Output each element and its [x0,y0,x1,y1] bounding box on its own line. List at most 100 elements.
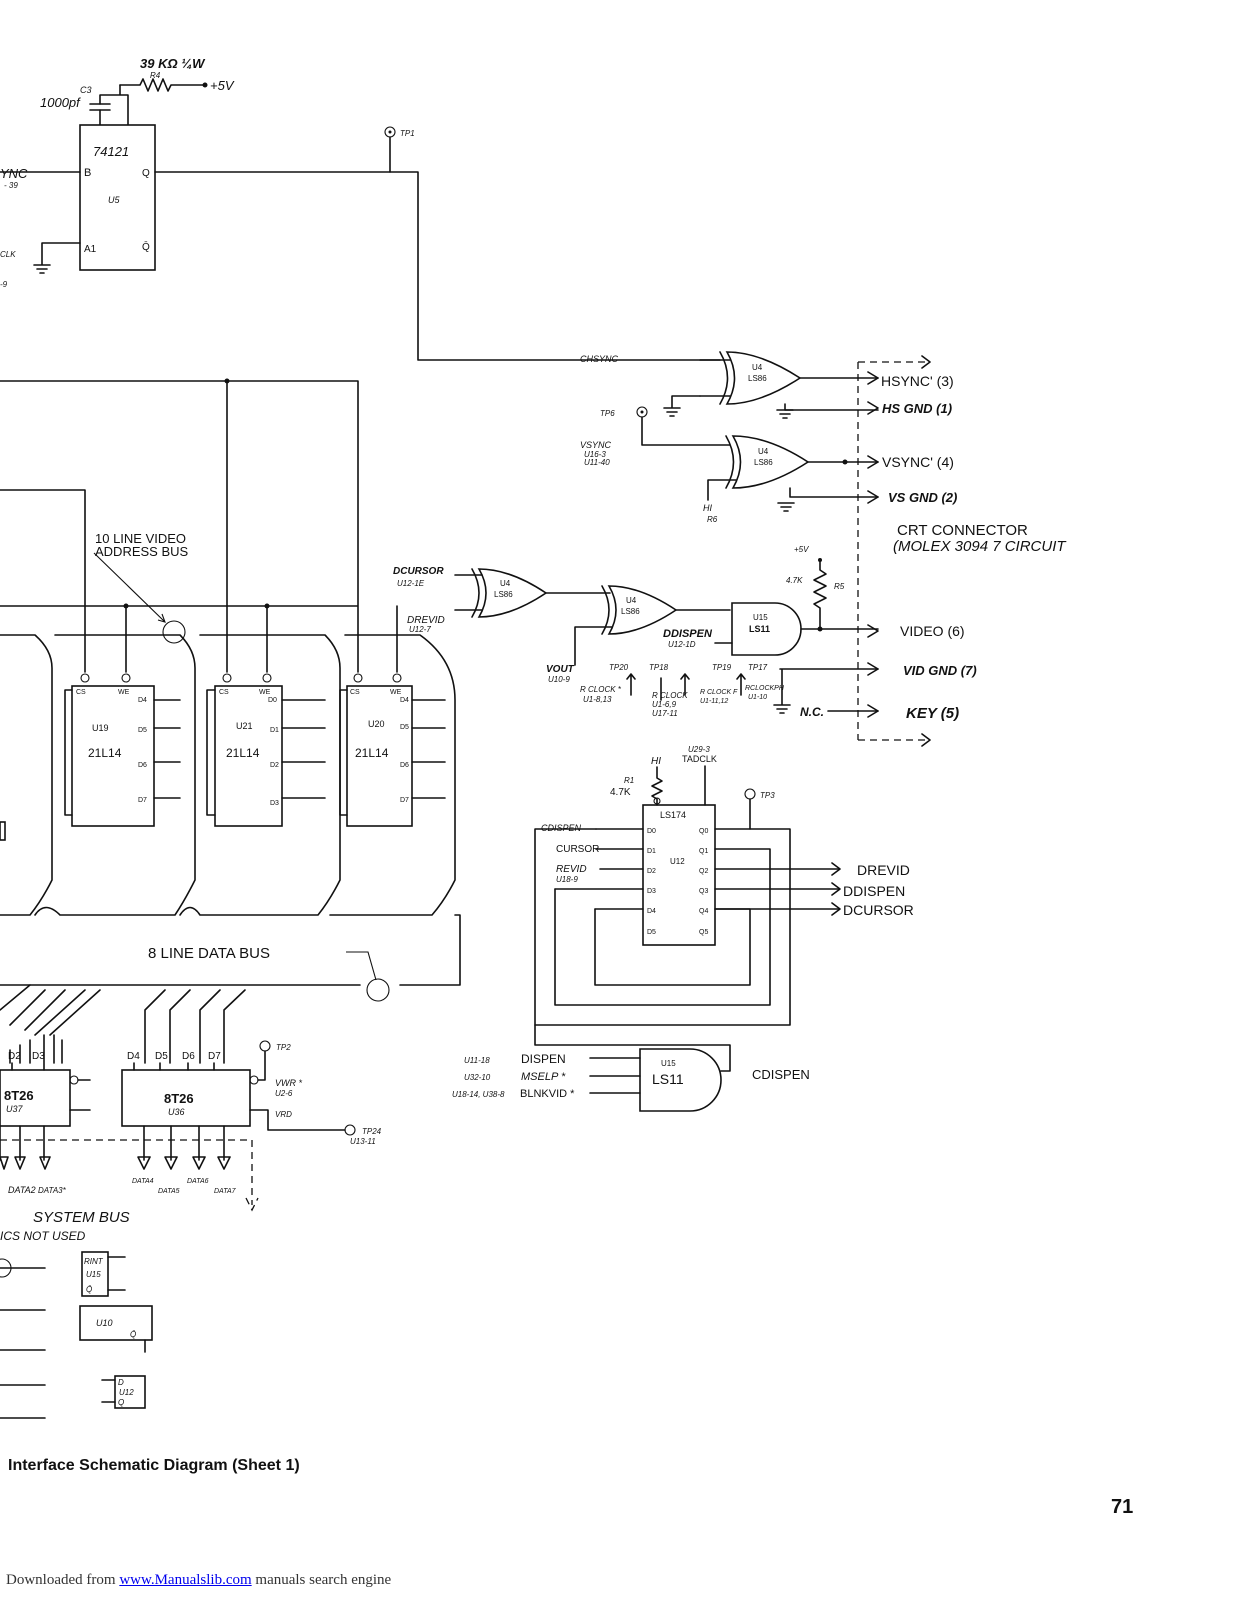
svg-text:U15: U15 [86,1270,101,1279]
page-number: 71 [1111,1496,1134,1518]
download-footer: Downloaded from www.Manualslib.com manua… [6,1572,391,1589]
svg-text:+5V: +5V [794,545,809,554]
svg-text:HI: HI [651,756,661,767]
svg-text:DISPEN: DISPEN [521,1052,566,1066]
resistor-r1 [651,766,663,806]
ground-icon [773,668,879,714]
svg-text:Q3: Q3 [699,888,708,895]
svg-text:U19: U19 [92,723,109,733]
svg-text:U12-1E: U12-1E [397,579,425,588]
svg-text:CLK: CLK [0,250,16,259]
svg-text:R CLOCK *: R CLOCK * [580,685,622,694]
svg-text:U4: U4 [500,579,511,588]
svg-text:R1: R1 [624,776,634,785]
test-point-tp6: TP6 [600,406,648,418]
svg-text:D: D [118,1378,124,1387]
svg-text:CS: CS [219,689,229,696]
svg-text:R6: R6 [707,515,718,524]
svg-text:DATA2: DATA2 [8,1185,36,1195]
svg-text:DATA6: DATA6 [187,1178,209,1185]
svg-text:U11-18: U11-18 [464,1056,490,1065]
ground-icon [33,242,81,274]
test-point-arrows [626,673,746,701]
svg-text:LS11: LS11 [652,1071,684,1087]
svg-text:U12-1D: U12-1D [668,640,696,649]
footer-prefix: Downloaded from [6,1572,120,1588]
ground-icon [776,409,794,419]
svg-text:BLNKVID *: BLNKVID * [520,1088,575,1100]
svg-text:Q̄: Q̄ [130,1330,136,1339]
svg-text:CURSOR: CURSOR [556,844,599,855]
resistor-r4 [119,78,206,92]
svg-text:Q1: Q1 [699,848,708,855]
test-point-tp2 [259,1040,271,1052]
video-address-bus [0,378,398,673]
dcursor-label: DCURSOR [393,566,444,577]
svg-text:U15: U15 [661,1059,676,1068]
video-bus-label-1: 10 LINE VIDEO [95,531,186,546]
svg-text:D7: D7 [400,797,409,804]
svg-text:REVID: REVID [556,864,587,875]
svg-text:D7: D7 [208,1051,221,1062]
svg-text:TP19: TP19 [712,663,732,672]
svg-text:4.7K: 4.7K [786,576,803,585]
cdispen-output-label: CDISPEN [752,1067,810,1082]
ground-icon [663,395,701,417]
crt-key: KEY (5) [906,705,959,722]
svg-text:D1: D1 [647,848,656,855]
chip-u5 [79,124,156,271]
xor-gate-u4-vsync: U4 LS86 [707,435,879,501]
c3-value: 1000pf [40,95,81,110]
unused-ic-u12: D U12 Q [101,1375,146,1409]
svg-text:D3: D3 [270,800,279,807]
crt-vsgnd: VS GND (2) [888,490,957,505]
svg-text:D0: D0 [268,697,277,704]
svg-text:U2-6: U2-6 [275,1089,293,1098]
svg-text:DATA5: DATA5 [158,1188,180,1195]
svg-text:D0: D0 [647,828,656,835]
svg-text:D5: D5 [647,929,656,936]
xor-gate-u4-hsync: U4 LS86 [699,351,879,405]
svg-text:8T26: 8T26 [4,1088,34,1103]
svg-text:U1-10: U1-10 [748,694,767,701]
svg-text:Q5: Q5 [699,929,708,936]
manualslib-link[interactable]: www.Manualslib.com [119,1572,252,1588]
footer-suffix: manuals search engine [251,1572,392,1588]
svg-text:TP1: TP1 [400,129,415,138]
xor-gate-u4-b: U4 LS86 [574,585,731,666]
latch-ls174-u12: LS174 U12 D0 D1 D2 D3 D4 D5 Q0 Q1 Q2 Q3 … [534,804,841,1026]
svg-text:TP24: TP24 [362,1127,382,1136]
svg-text:U15: U15 [753,613,768,622]
bus-driver-8t26-u36: 8T26 U36 D4 D5 D6 D7 DATA4 DATA5 DATA6 D… [121,989,259,1195]
svg-text:U12: U12 [670,857,685,866]
capacitor-c3 [89,103,111,111]
svg-text:R CLOCK: R CLOCK [652,691,688,700]
video-bus-label-2: ADDRESS BUS [95,544,189,559]
svg-text:U17-11: U17-11 [652,709,678,718]
unused-ic-u10: U10 Q̄ [79,1305,153,1353]
svg-text:21L14: 21L14 [226,746,260,760]
svg-text:U11-40: U11-40 [584,458,610,467]
svg-text:Q: Q [142,168,150,179]
svg-text:TP2: TP2 [276,1043,291,1052]
vout-label: VOUT [546,664,575,675]
net-q-chsync [154,171,721,361]
svg-text:U10: U10 [96,1318,113,1328]
r4-value: 39 KΩ ¼W [140,56,206,71]
system-bus-label: SYSTEM BUS [33,1209,130,1226]
and-gate-u15-cdispen: U15 LS11 [534,1024,731,1112]
svg-text:4.7K: 4.7K [610,787,631,798]
svg-text:LS86: LS86 [621,607,640,616]
svg-text:U1-6,9: U1-6,9 [652,700,677,709]
ground-icon [777,502,795,512]
test-point-tp24 [344,1124,356,1136]
svg-text:LS11: LS11 [749,624,770,634]
svg-text:D5: D5 [400,724,409,731]
svg-text:U12-7: U12-7 [409,625,431,634]
svg-text:U4: U4 [758,447,769,456]
svg-text:Q2: Q2 [699,868,708,875]
chsync-label: CHSYNC [580,354,619,364]
crt-pin-arrows [867,371,879,718]
resistor-r5 [813,561,827,630]
